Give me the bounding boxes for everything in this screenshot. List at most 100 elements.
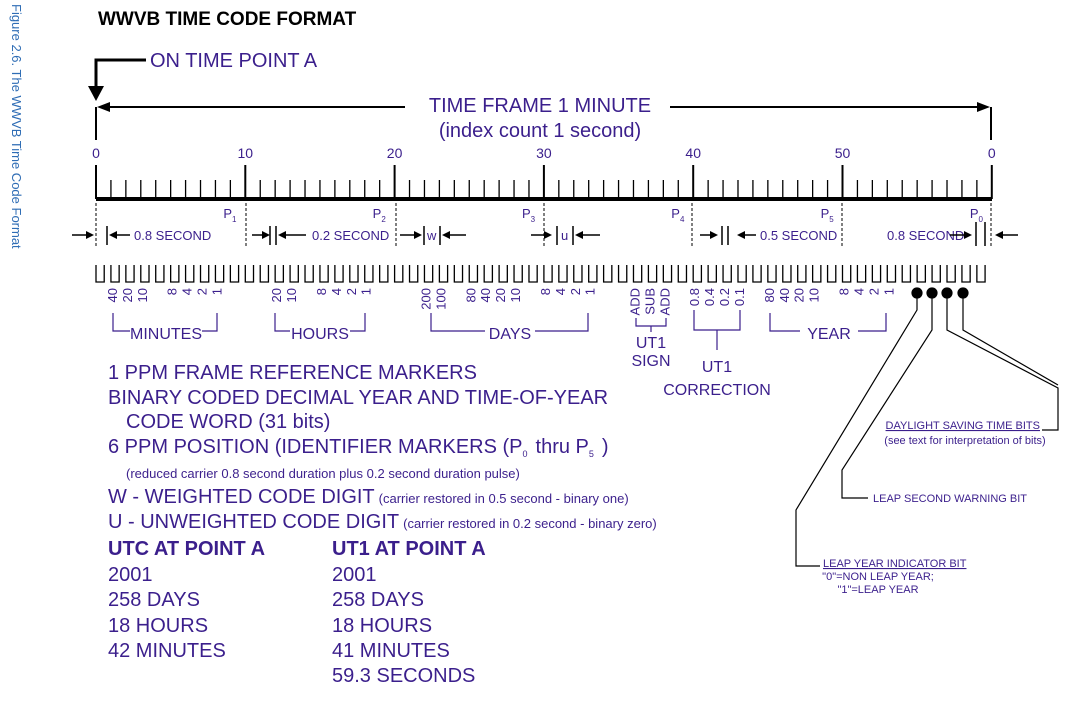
marker-label: P3 <box>522 206 536 224</box>
bit-weight: 0.4 <box>702 288 717 306</box>
pulse <box>244 265 255 283</box>
marker-label: P2 <box>373 206 387 224</box>
scale-label: 20 <box>387 145 403 161</box>
utc-header: UTC AT POINT A <box>108 538 265 560</box>
pulse <box>961 265 971 283</box>
callout-leaders <box>795 287 1059 567</box>
scale-label: 30 <box>536 145 552 161</box>
bit-weight: 4 <box>553 288 568 295</box>
utc-line-3: 42 MINUTES <box>108 640 226 662</box>
leap-year-1: "1"=LEAP YEAR <box>837 584 918 596</box>
bit-weight: 0.2 <box>717 288 732 306</box>
pulse <box>558 265 568 283</box>
on-time-point-arrow <box>88 58 146 101</box>
pulse <box>453 265 464 283</box>
interval-02-second: 0.2 SECOND <box>312 228 389 243</box>
bit-weight: 2 <box>344 288 359 295</box>
group-ut1-sign-1: UT1 <box>636 335 666 352</box>
pulse <box>782 265 792 283</box>
pulse-train <box>95 265 986 283</box>
pulse <box>438 265 449 283</box>
pulse <box>826 265 837 283</box>
pulse <box>707 265 717 283</box>
group-hours: HOURS <box>291 326 349 343</box>
bit-weight: 8 <box>165 288 180 295</box>
pulse <box>722 265 732 283</box>
pulse <box>677 265 688 283</box>
group-ut1-corr-1: UT1 <box>702 359 732 376</box>
pulse <box>379 265 389 283</box>
bit-weight: 80 <box>762 288 777 302</box>
scale-label: 50 <box>835 145 851 161</box>
bit-weight: 20 <box>120 288 135 302</box>
pulse <box>214 265 225 283</box>
timeline <box>95 165 993 201</box>
marker-label: P5 <box>821 206 835 224</box>
pulse <box>841 265 852 283</box>
pulse <box>797 265 807 283</box>
group-days: DAYS <box>489 326 531 343</box>
bit-weight: 20 <box>792 288 807 302</box>
ut1-line-3: 41 MINUTES <box>332 640 450 662</box>
ut1-line-4: 59.3 SECONDS <box>332 665 475 687</box>
bit-weight: 1 <box>881 288 896 295</box>
utc-line-0: 2001 <box>108 564 153 586</box>
pulse <box>498 265 508 283</box>
ut1-header: UT1 AT POINT A <box>332 538 486 560</box>
group-ut1-sign-2: SIGN <box>631 353 670 370</box>
pulse <box>468 265 479 283</box>
bit-weight: 2 <box>568 288 583 295</box>
utc-line-2: 18 HOURS <box>108 615 208 637</box>
scale-label: 0 <box>988 145 996 161</box>
pulse <box>976 265 986 283</box>
pulse <box>692 265 703 283</box>
legend-code-word: CODE WORD (31 bits) <box>126 411 330 433</box>
pulse <box>662 265 673 283</box>
interval-08-second: 0.8 SECOND <box>134 228 211 243</box>
index-count-label: (index count 1 second) <box>439 120 641 142</box>
group-minutes: MINUTES <box>130 326 202 343</box>
bit-weight: 1 <box>583 288 598 295</box>
bit-weight: 0.8 <box>687 288 702 306</box>
bit-weight: 1 <box>209 288 224 295</box>
pulse <box>289 265 299 283</box>
bit-weight: 20 <box>493 288 508 302</box>
pulse <box>274 265 285 283</box>
pulse <box>423 265 434 283</box>
leap-second-bit: LEAP SECOND WARNING BIT <box>873 493 1027 505</box>
pulse <box>483 265 494 283</box>
pulse <box>304 265 314 283</box>
on-time-point-label: ON TIME POINT A <box>150 50 318 72</box>
bit-weight: 4 <box>180 288 195 295</box>
pulse <box>125 265 135 283</box>
legend-reduced-carrier: (reduced carrier 0.8 second duration plu… <box>126 466 520 481</box>
ut1-line-0: 2001 <box>332 564 377 586</box>
figure-caption: Figure 2.6. The WWVB Time Code Format <box>9 4 24 249</box>
pulse <box>767 265 777 283</box>
bit-weight: 10 <box>135 288 150 302</box>
pulse <box>871 265 882 283</box>
pulse <box>931 265 941 283</box>
pulse <box>901 265 912 283</box>
pulse <box>319 265 329 283</box>
bit-weight: 40 <box>777 288 792 302</box>
interval-08-second-end: 0.8 SECOND <box>887 228 964 243</box>
marker-label: P4 <box>671 206 685 224</box>
group-ut1-corr-2: CORRECTION <box>663 382 771 399</box>
pulse <box>916 265 927 283</box>
pulse <box>632 265 643 283</box>
pulse <box>184 265 195 283</box>
scale-label: 0 <box>92 145 100 161</box>
pulse <box>856 265 867 283</box>
pulse <box>155 265 165 283</box>
interval-u: u <box>561 228 568 243</box>
bit-weight: 10 <box>284 288 299 302</box>
pulse <box>737 265 747 283</box>
pulse <box>588 265 598 283</box>
bit-weight: 80 <box>463 288 478 302</box>
bit-weight: 8 <box>538 288 553 295</box>
utc-line-1: 258 DAYS <box>108 589 200 611</box>
bit-weight: ADD <box>627 288 642 315</box>
